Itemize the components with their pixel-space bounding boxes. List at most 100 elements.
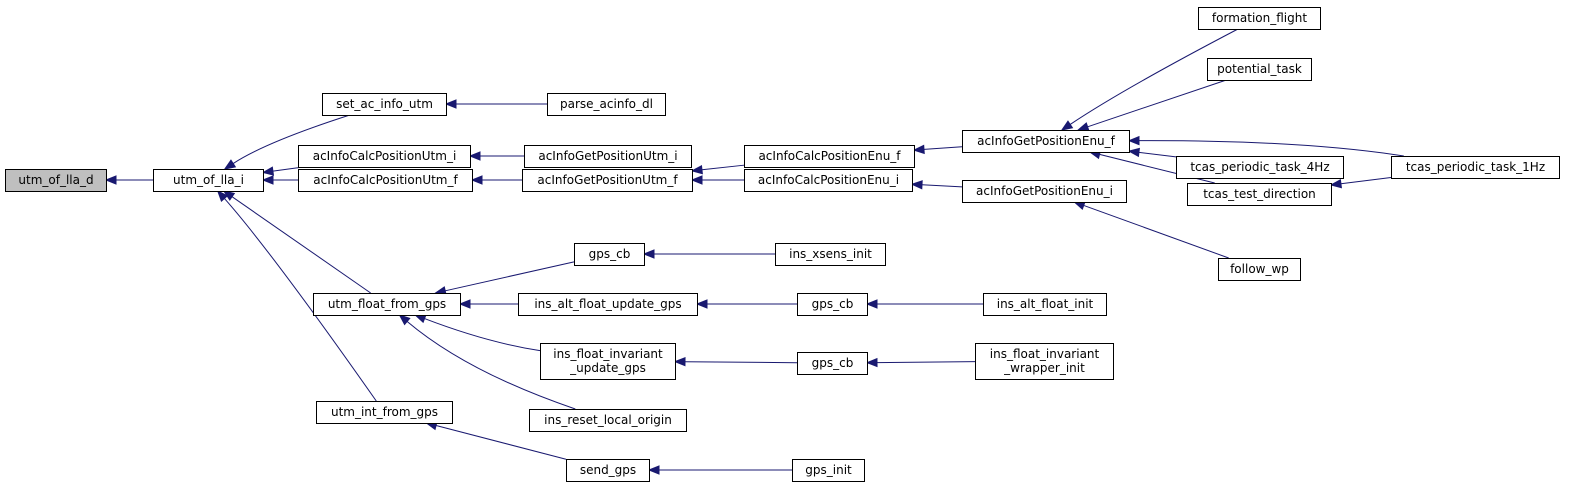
node-box[interactable]: [744, 145, 915, 168]
node-formation_flight[interactable]: formation_flight: [1198, 7, 1321, 30]
node-gps_cb_2[interactable]: gps_cb: [797, 293, 868, 316]
arrowhead-icon: [398, 314, 411, 326]
node-box[interactable]: [153, 169, 264, 192]
node-label: utm_int_from_gps: [331, 405, 438, 419]
node-label: gps_cb: [812, 297, 854, 311]
node-ins_float_invariant_wrapper_init[interactable]: ins_float_invariant_wrapper_init: [975, 343, 1114, 380]
node-box[interactable]: [1198, 7, 1321, 30]
node-acInfoGetPositionEnu_f[interactable]: acInfoGetPositionEnu_f: [962, 130, 1130, 153]
node-follow_wp[interactable]: follow_wp: [1218, 258, 1301, 281]
node-box[interactable]: [975, 343, 1114, 380]
edges-layer: [104, 28, 1404, 475]
arrowhead-icon: [1329, 178, 1343, 189]
node-label: _update_gps: [569, 361, 646, 375]
node-box[interactable]: [775, 243, 886, 266]
node-acInfoGetPositionEnu_i[interactable]: acInfoGetPositionEnu_i: [962, 180, 1127, 203]
node-box[interactable]: [1176, 156, 1344, 179]
node-label: gps_cb: [589, 247, 631, 261]
edge-acInfoGetPositionEnu_f-to-acInfoCalcPositionEnu_f: [923, 146, 963, 150]
node-box[interactable]: [962, 180, 1127, 203]
node-box[interactable]: [1207, 58, 1312, 81]
node-ins_alt_float_init[interactable]: ins_alt_float_init: [983, 293, 1107, 316]
node-ins_reset_local_origin[interactable]: ins_reset_local_origin: [529, 409, 687, 432]
node-ins_xsens_init[interactable]: ins_xsens_init: [775, 243, 886, 266]
node-label: gps_cb: [812, 356, 854, 370]
node-acInfoCalcPositionEnu_i[interactable]: acInfoCalcPositionEnu_i: [744, 169, 913, 192]
node-box[interactable]: [298, 145, 471, 168]
edge-tcas_periodic_task_1Hz-to-acInfoGetPositionEnu_f: [1138, 140, 1404, 157]
node-label: ins_float_invariant: [990, 347, 1100, 361]
node-tcas_test_direction[interactable]: tcas_test_direction: [1187, 183, 1332, 206]
node-box[interactable]: [1391, 156, 1560, 179]
node-box[interactable]: [5, 169, 107, 192]
node-acInfoCalcPositionUtm_i[interactable]: acInfoCalcPositionUtm_i: [298, 145, 471, 168]
node-label: ins_alt_float_update_gps: [534, 297, 681, 311]
node-label: acInfoCalcPositionEnu_f: [758, 149, 901, 163]
node-box[interactable]: [518, 293, 698, 316]
node-box[interactable]: [744, 169, 913, 192]
arrowhead-icon: [470, 175, 483, 185]
arrowhead-icon: [458, 299, 471, 309]
arrowhead-icon: [1076, 122, 1090, 132]
node-set_ac_info_utm[interactable]: set_ac_info_utm: [322, 93, 447, 116]
node-label: set_ac_info_utm: [336, 97, 433, 111]
node-box[interactable]: [1187, 183, 1332, 206]
node-parse_acinfo_dl[interactable]: parse_acinfo_dl: [547, 93, 666, 116]
node-label: acInfoGetPositionEnu_f: [977, 134, 1116, 148]
node-box[interactable]: [547, 93, 666, 116]
node-ins_float_invariant_update_gps[interactable]: ins_float_invariant_update_gps: [540, 343, 676, 380]
node-box[interactable]: [983, 293, 1107, 316]
node-box[interactable]: [566, 459, 650, 482]
arrowhead-icon: [695, 299, 708, 309]
node-send_gps[interactable]: send_gps: [566, 459, 650, 482]
node-box[interactable]: [522, 169, 693, 192]
node-label: tcas_periodic_task_4Hz: [1190, 160, 1329, 174]
node-box[interactable]: [540, 343, 676, 380]
node-label: parse_acinfo_dl: [560, 97, 653, 111]
node-box[interactable]: [524, 145, 692, 168]
arrowhead-icon: [261, 175, 274, 185]
node-utm_of_lla_d[interactable]: utm_of_lla_d: [5, 169, 107, 192]
node-potential_task[interactable]: potential_task: [1207, 58, 1312, 81]
node-label: _wrapper_init: [1003, 361, 1085, 375]
node-box[interactable]: [574, 243, 645, 266]
node-utm_int_from_gps[interactable]: utm_int_from_gps: [316, 401, 453, 424]
node-box[interactable]: [797, 293, 868, 316]
edge-ins_float_invariant_update_gps-to-utm_float_from_gps: [424, 318, 541, 352]
arrowhead-icon: [444, 99, 457, 109]
node-box[interactable]: [298, 169, 473, 192]
node-gps_init[interactable]: gps_init: [792, 459, 865, 482]
node-acInfoCalcPositionUtm_f[interactable]: acInfoCalcPositionUtm_f: [298, 169, 473, 192]
node-box[interactable]: [962, 130, 1130, 153]
edge-acInfoGetPositionEnu_i-to-acInfoCalcPositionEnu_i: [921, 184, 963, 188]
arrowhead-icon: [912, 144, 925, 155]
edge-tcas_test_direction-to-acInfoGetPositionEnu_f: [1099, 153, 1215, 184]
node-tcas_periodic_task_4Hz[interactable]: tcas_periodic_task_4Hz: [1176, 156, 1344, 179]
node-tcas_periodic_task_1Hz[interactable]: tcas_periodic_task_1Hz: [1391, 156, 1560, 179]
node-gps_cb_1[interactable]: gps_cb: [574, 243, 645, 266]
node-ins_alt_float_update_gps[interactable]: ins_alt_float_update_gps: [518, 293, 698, 316]
node-box[interactable]: [1218, 258, 1301, 281]
arrowhead-icon: [223, 159, 237, 170]
node-box[interactable]: [792, 459, 865, 482]
node-box[interactable]: [322, 93, 447, 116]
arrowhead-icon: [690, 175, 703, 185]
node-box[interactable]: [313, 293, 461, 316]
arrowhead-icon: [910, 180, 923, 190]
edge-formation_flight-to-acInfoGetPositionEnu_f: [1069, 28, 1239, 125]
node-gps_cb_3[interactable]: gps_cb: [797, 352, 868, 375]
edge-acInfoCalcPositionEnu_f-to-acInfoGetPositionUtm_f: [701, 164, 745, 171]
node-box[interactable]: [797, 352, 868, 375]
node-label: follow_wp: [1230, 262, 1289, 276]
node-acInfoCalcPositionEnu_f[interactable]: acInfoCalcPositionEnu_f: [744, 145, 915, 168]
edge-ins_float_invariant_wrapper_init-to-gps_cb_3: [876, 361, 976, 364]
node-box[interactable]: [316, 401, 453, 424]
node-utm_of_lla_i[interactable]: utm_of_lla_i: [153, 169, 264, 192]
node-label: acInfoGetPositionEnu_i: [976, 184, 1113, 198]
node-utm_float_from_gps[interactable]: utm_float_from_gps: [313, 293, 461, 316]
node-acInfoGetPositionUtm_f[interactable]: acInfoGetPositionUtm_f: [522, 169, 693, 192]
node-label: ins_float_invariant: [553, 347, 663, 361]
node-acInfoGetPositionUtm_i[interactable]: acInfoGetPositionUtm_i: [524, 145, 692, 168]
node-box[interactable]: [529, 409, 687, 432]
